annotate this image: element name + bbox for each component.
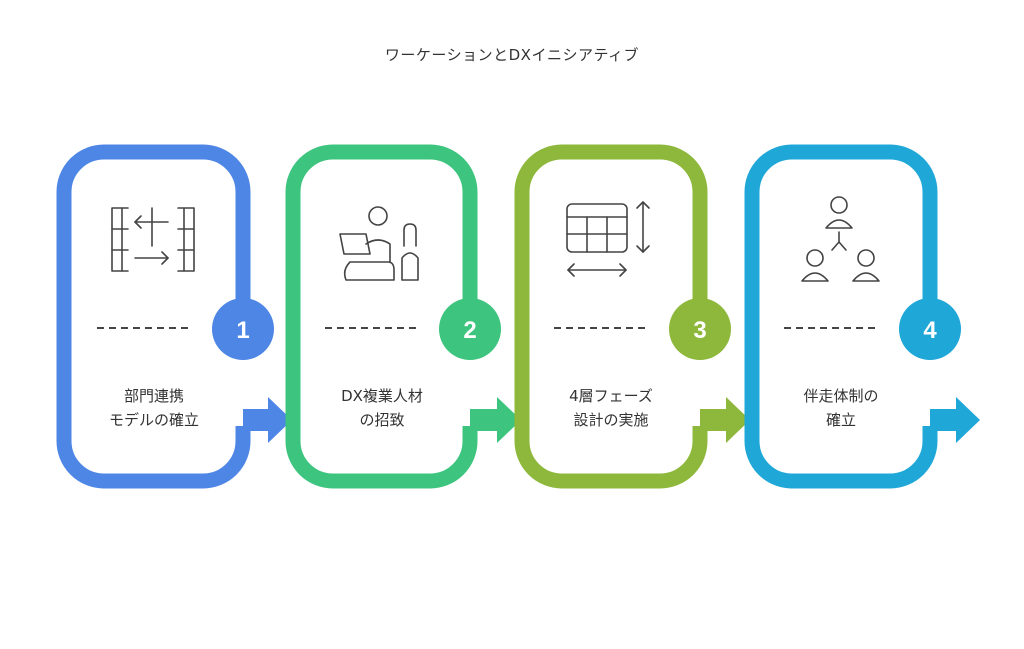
step-2-number: 2 xyxy=(463,317,476,344)
step-2-label-line1: DX複業人材 xyxy=(341,387,423,405)
step-4-label-line1: 伴走体制の xyxy=(803,387,879,405)
step-3-number-badge xyxy=(669,298,731,360)
step-4-label: 伴走体制の 確立 xyxy=(756,384,926,432)
step-4-arrow xyxy=(930,397,980,443)
step-4: 4 xyxy=(744,144,980,489)
diagram-title: ワーケーションとDXイニシアティブ xyxy=(384,46,640,64)
step-3-number: 3 xyxy=(693,317,706,344)
step-2-number-badge xyxy=(439,298,501,360)
step-1-label-line2: モデルの確立 xyxy=(108,411,199,429)
step-1-label-line1: 部門連携 xyxy=(123,387,184,405)
step-3-label-line2: 設計の実施 xyxy=(573,411,649,429)
step-2-label-line2: の招致 xyxy=(359,411,405,429)
step-3: 3 xyxy=(514,144,750,489)
step-4-number: 4 xyxy=(923,317,937,344)
step-2-arrow xyxy=(470,397,521,443)
step-2-frame xyxy=(285,144,478,489)
step-1: 1 xyxy=(56,144,292,489)
step-2-label: DX複業人材 の招致 xyxy=(297,384,467,432)
step-1-number-badge xyxy=(212,298,274,360)
step-3-frame xyxy=(514,144,708,489)
team-hierarchy-icon xyxy=(801,196,880,282)
step-4-label-line2: 確立 xyxy=(825,411,856,429)
step-1-number: 1 xyxy=(236,317,249,344)
step-1-arrow xyxy=(243,397,292,443)
step-4-frame xyxy=(744,144,938,489)
department-linkage-icon xyxy=(111,207,195,272)
step-4-number-badge xyxy=(899,298,961,360)
step-3-arrow xyxy=(700,397,750,443)
grid-layout-icon xyxy=(566,201,650,277)
step-1-label: 部門連携 モデルの確立 xyxy=(69,384,239,432)
step-1-frame xyxy=(56,144,251,489)
step-3-label-line1: 4層フェーズ xyxy=(569,387,653,405)
step-2: 2 xyxy=(285,144,521,489)
remote-worker-icon xyxy=(339,206,419,281)
step-3-label: 4層フェーズ 設計の実施 xyxy=(526,384,696,432)
